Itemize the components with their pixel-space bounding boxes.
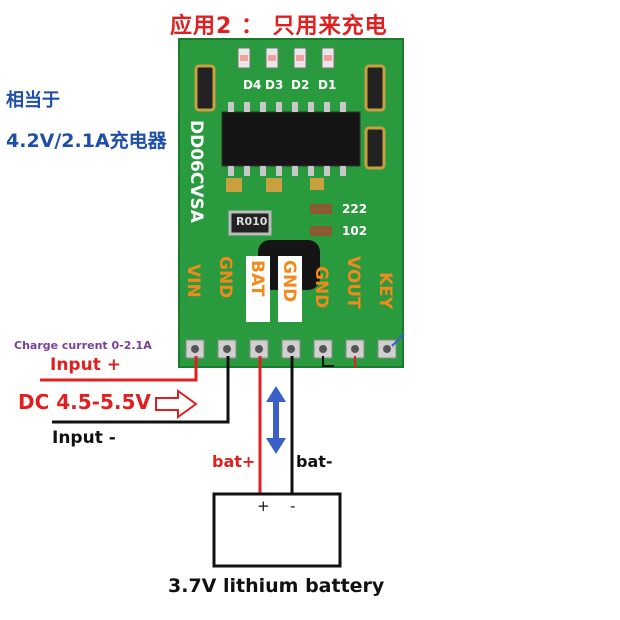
bat-minus-label: bat- [296,452,333,471]
input-plus-label: Input + [50,355,121,375]
capacitor-right-2 [364,126,386,170]
resistor-label: R010 [236,215,268,228]
pin-label-key: KEY [375,272,395,310]
capacitor-right [364,64,386,112]
dc-range-label: DC 4.5-5.5V [18,390,151,414]
wires [40,333,405,494]
ic-chip [221,102,361,176]
pin-label-gnd-3: GND [311,266,331,309]
battery-box [212,492,342,568]
cap-label-222: 222 [342,202,368,216]
side-note-line1: 相当于 [6,90,60,111]
input-minus-label: Input - [52,428,116,448]
page-title: 应用2 ： 只用来充电 [170,14,388,39]
cap-label-102: 102 [342,224,368,238]
battery-label: 3.7V lithium battery [168,575,385,597]
pin-header [182,334,402,360]
wire-input-plus [40,356,198,382]
capacitor-left [194,64,216,112]
resistor-body [228,210,272,236]
led-label-d4: D4 [243,78,262,92]
side-note-line2: 4.2V/2.1A充电器 [6,130,167,152]
pin-label-vin: VIN [183,264,203,298]
led-label-d3: D3 [265,78,284,92]
pin-label-vout: VOUT [343,256,363,309]
board-model-label: DD06CVSA [186,120,206,223]
led-label-d1: D1 [318,78,337,92]
battery-plus-sign: + [257,497,270,515]
bidirectional-arrow-icon [266,386,286,454]
input-arrow-icon [155,389,198,419]
bat-plus-label: bat+ [212,452,256,471]
pin-label-gnd-1: GND [215,256,235,299]
led-row [237,47,335,69]
charge-current-label: Charge current 0-2.1A [14,339,152,352]
pin-label-bat: BAT [247,260,267,297]
battery-minus-sign: - [290,497,296,515]
led-label-d2: D2 [291,78,310,92]
wire-input-minus [52,356,230,424]
pin-label-gnd-2: GND [279,260,299,303]
